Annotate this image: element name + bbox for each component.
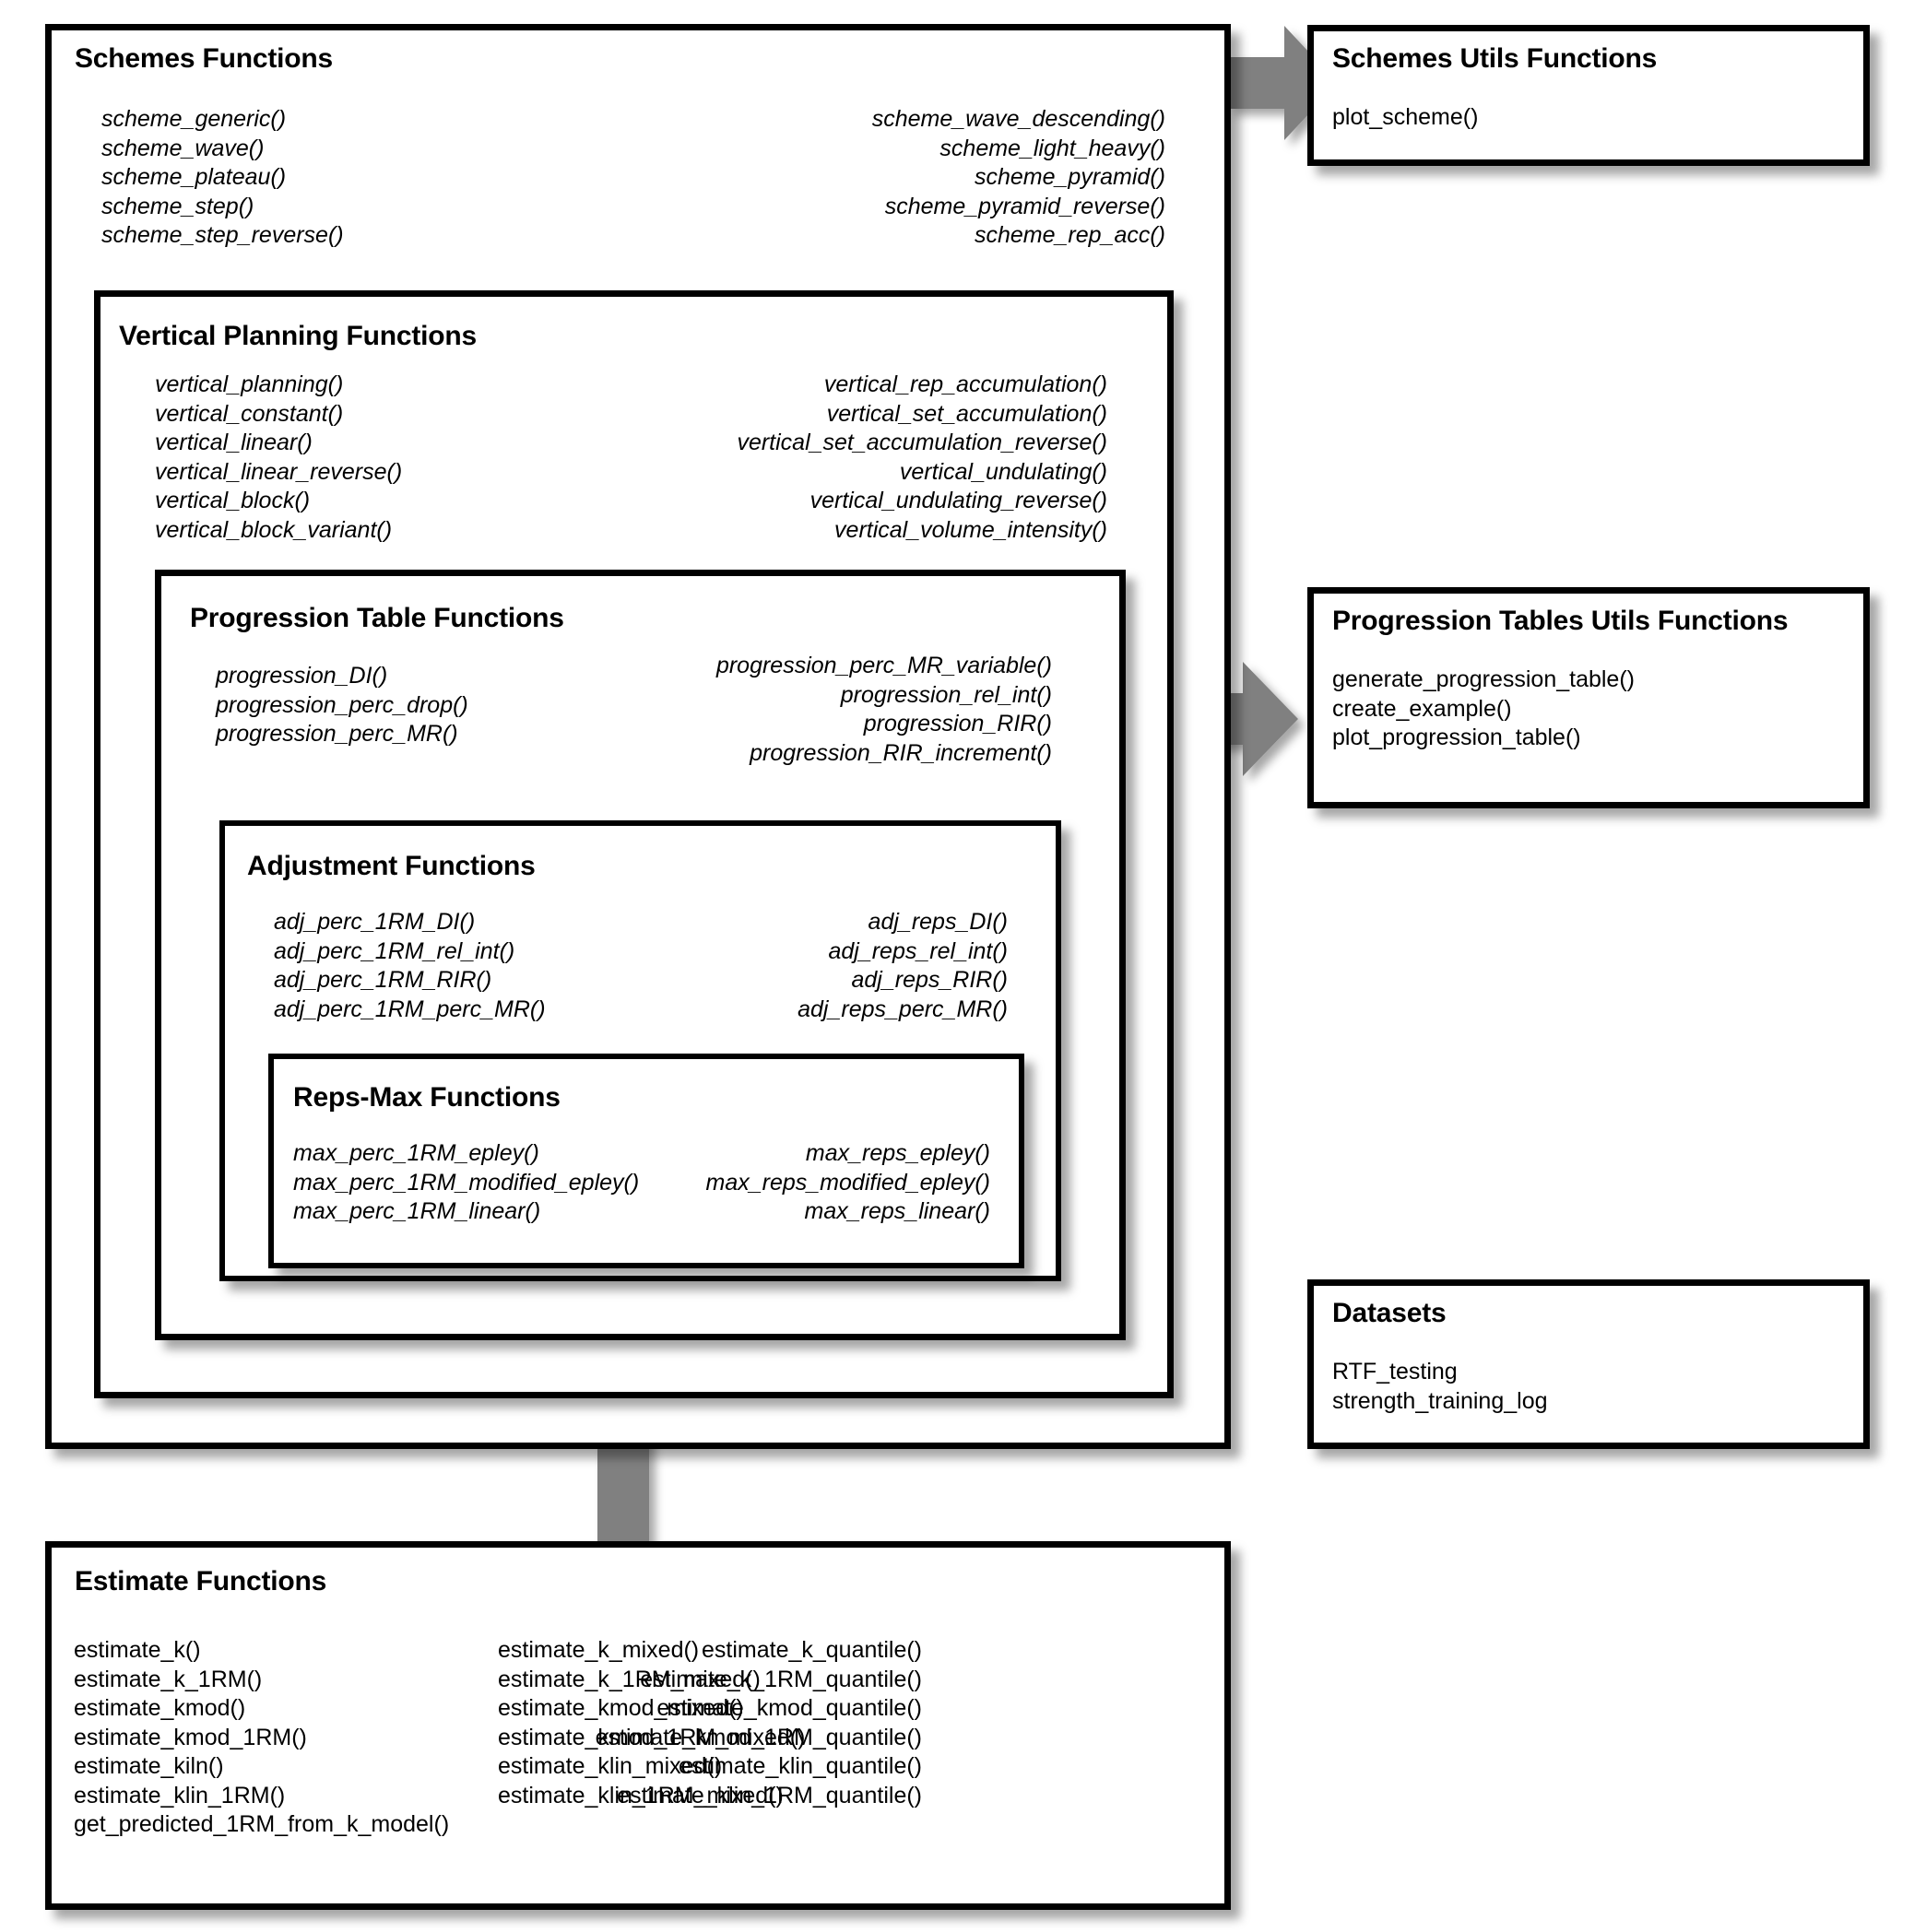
fn-item: vertical_set_accumulation_reverse() — [737, 430, 1107, 455]
reps-max-right-column: max_reps_epley() max_reps_modified_epley… — [706, 1139, 990, 1227]
fn-item: progression_DI() — [216, 663, 388, 689]
adjustment-left-column: adj_perc_1RM_DI() adj_perc_1RM_rel_int()… — [274, 908, 546, 1024]
schemes-utils-functions-title: Schemes Utils Functions — [1332, 43, 1658, 74]
fn-item: estimate_klin_1RM_mixed() — [498, 1782, 784, 1808]
datasets-list: RTF_testing strength_training_log — [1332, 1358, 1548, 1416]
schemes-utils-functions-list: plot_scheme() — [1332, 103, 1478, 133]
fn-item: vertical_linear() — [155, 430, 313, 455]
estimate-functions-box — [45, 1541, 1231, 1910]
fn-item: progression_perc_MR_variable() — [715, 653, 1052, 678]
estimate-functions-left-column: estimate_k() estimate_k_1RM() estimate_k… — [74, 1636, 449, 1840]
fn-item: max_reps_epley() — [805, 1140, 990, 1166]
fn-item: scheme_pyramid() — [974, 164, 1165, 190]
fn-item: estimate_k_quantile() — [701, 1637, 922, 1663]
fn-item: estimate_klin_mixed() — [498, 1753, 723, 1779]
fn-item: scheme_rep_acc() — [974, 222, 1165, 248]
progression-table-functions-title: Progression Table Functions — [190, 603, 564, 633]
fn-item: max_perc_1RM_epley() — [293, 1140, 539, 1166]
fn-item: progression_rel_int() — [840, 681, 1052, 708]
fn-item: scheme_wave_descending() — [871, 106, 1165, 132]
fn-item: vertical_undulating_reverse() — [809, 488, 1107, 513]
fn-item: estimate_kmod_1RM_quantile() — [595, 1724, 922, 1750]
fn-item: vertical_undulating() — [899, 458, 1107, 485]
fn-item: max_perc_1RM_linear() — [293, 1198, 541, 1224]
fn-item: max_reps_modified_epley() — [705, 1169, 990, 1196]
progression-table-right-column: progression_perc_MR_variable() progressi… — [716, 652, 1052, 768]
fn-item: estimate_klin_quantile() — [678, 1753, 922, 1779]
reps-max-left-column: max_perc_1RM_epley() max_perc_1RM_modifi… — [293, 1139, 639, 1227]
fn-item: adj_perc_1RM_DI() — [274, 909, 476, 935]
reps-max-functions-title: Reps-Max Functions — [293, 1082, 561, 1113]
adjustment-functions-title: Adjustment Functions — [247, 851, 536, 881]
fn-item: scheme_pyramid_reverse() — [884, 193, 1165, 219]
datasets-title: Datasets — [1332, 1298, 1447, 1328]
list-item: strength_training_log — [1332, 1387, 1548, 1414]
fn-item: vertical_constant() — [155, 400, 344, 427]
fn-item: scheme_light_heavy() — [939, 135, 1165, 161]
vertical-planning-functions-title: Vertical Planning Functions — [119, 321, 477, 351]
schemes-functions-left-column: scheme_generic() scheme_wave() scheme_pl… — [101, 105, 344, 251]
fn-item: adj_perc_1RM_rel_int() — [274, 937, 515, 964]
fn-item: vertical_rep_accumulation() — [823, 371, 1107, 397]
fn-item: estimate_k_1RM_mixed() — [498, 1666, 761, 1692]
fn-item: estimate_k_1RM_quantile() — [640, 1666, 922, 1692]
adjustment-right-column: adj_reps_DI() adj_reps_rel_int() adj_rep… — [798, 908, 1008, 1024]
fn-item: adj_perc_1RM_perc_MR() — [274, 995, 546, 1022]
fn-item: vertical_volume_intensity() — [834, 516, 1107, 543]
fn-item: vertical_block_variant() — [155, 516, 393, 543]
progression-tables-utils-functions-title: Progression Tables Utils Functions — [1332, 606, 1789, 636]
schemes-functions-title: Schemes Functions — [75, 43, 334, 74]
fn-item: max_reps_linear() — [804, 1198, 990, 1224]
fn-item: max_perc_1RM_modified_epley() — [293, 1169, 640, 1196]
fn-item: scheme_generic() — [101, 106, 287, 132]
fn-item: progression_perc_MR() — [216, 721, 458, 747]
fn-item: vertical_set_accumulation() — [826, 400, 1107, 427]
fn-item: adj_reps_DI() — [868, 909, 1008, 935]
fn-item: estimate_klin_1RM() — [74, 1782, 286, 1808]
fn-item: vertical_block() — [155, 488, 311, 513]
fn-item: estimate_kiln() — [74, 1753, 224, 1779]
fn-item: plot_progression_table() — [1332, 724, 1581, 750]
progression-tables-utils-functions-box — [1307, 587, 1870, 808]
vertical-planning-left-column: vertical_planning() vertical_constant() … — [155, 371, 402, 545]
fn-item: scheme_plateau() — [101, 164, 287, 190]
fn-item: plot_scheme() — [1332, 104, 1479, 130]
fn-item: estimate_kmod() — [74, 1695, 246, 1721]
fn-item: adj_reps_perc_MR() — [798, 995, 1008, 1022]
estimate-functions-title: Estimate Functions — [75, 1566, 327, 1596]
schemes-functions-right-column: scheme_wave_descending() scheme_light_he… — [872, 105, 1165, 251]
fn-item: progression_RIR_increment() — [750, 739, 1052, 766]
fn-item: estimate_k_1RM() — [74, 1666, 263, 1692]
fn-item: estimate_kmod_1RM() — [74, 1724, 307, 1750]
fn-item: adj_perc_1RM_RIR() — [274, 967, 492, 993]
fn-item: get_predicted_1RM_from_k_model() — [74, 1811, 450, 1837]
reps-max-functions-box — [268, 1054, 1024, 1268]
fn-item: scheme_step() — [101, 193, 254, 219]
progression-tables-utils-functions-list: generate_progression_table() create_exam… — [1332, 666, 1635, 753]
fn-item: adj_reps_rel_int() — [828, 937, 1008, 964]
list-item: RTF_testing — [1332, 1359, 1458, 1384]
fn-item: vertical_linear_reverse() — [155, 458, 403, 485]
datasets-box — [1307, 1279, 1870, 1449]
fn-item: adj_reps_RIR() — [851, 967, 1008, 993]
progression-table-left-column: progression_DI() progression_perc_drop()… — [216, 662, 468, 749]
fn-item: estimate_kmod_mixed() — [498, 1695, 744, 1721]
estimate-functions-middle-column: estimate_k_mixed() estimate_k_1RM_mixed(… — [498, 1636, 805, 1810]
fn-item: create_example() — [1332, 695, 1512, 722]
fn-item: scheme_step_reverse() — [101, 222, 344, 248]
fn-item: progression_RIR() — [863, 711, 1052, 736]
fn-item: progression_perc_drop() — [216, 691, 468, 718]
fn-item: vertical_planning() — [155, 371, 344, 397]
fn-item: estimate_klin_1RM_quantile() — [617, 1782, 922, 1808]
estimate-functions-right-column: estimate_k_quantile() estimate_k_1RM_qua… — [596, 1636, 922, 1810]
fn-item: estimate_k_mixed() — [498, 1637, 700, 1663]
fn-item: estimate_kmod_1RM_mixed() — [498, 1724, 806, 1750]
schemes-utils-functions-box — [1307, 25, 1870, 166]
vertical-planning-right-column: vertical_rep_accumulation() vertical_set… — [737, 371, 1107, 545]
fn-item: scheme_wave() — [101, 135, 265, 161]
fn-item: estimate_k() — [74, 1637, 201, 1663]
fn-item: generate_progression_table() — [1332, 666, 1635, 692]
fn-item: estimate_kmod_quantile() — [656, 1695, 922, 1721]
